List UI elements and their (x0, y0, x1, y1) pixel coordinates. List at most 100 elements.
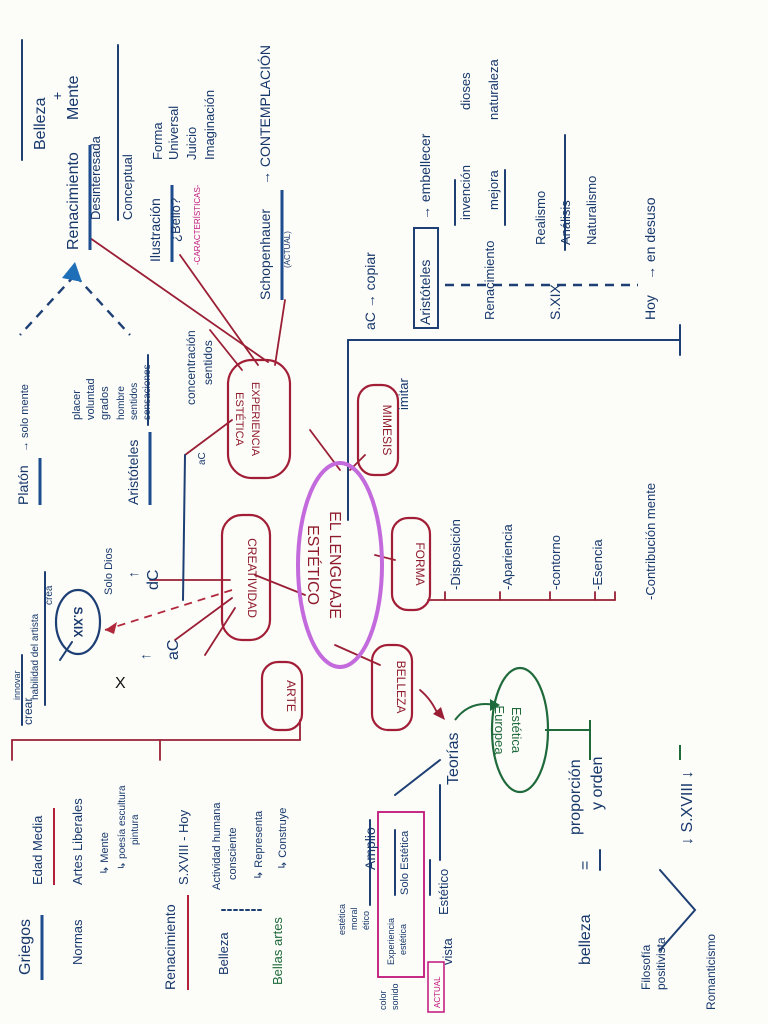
text-voluntad: voluntad (85, 378, 97, 420)
creatividad-branch-texts: crear innovar habilidad del artista crea… (12, 547, 182, 725)
line-creatividad-low (204, 607, 236, 656)
text-analisis: Análisis (558, 200, 573, 245)
text-universal: Universal (166, 106, 181, 160)
text-pintura: pintura (130, 814, 141, 845)
label-creatividad: CREATIVIDAD (245, 538, 259, 618)
text-juicio: Juicio (184, 127, 199, 160)
text-grados: grados (99, 386, 111, 420)
text-solo-dios: Solo Dios (103, 547, 115, 595)
text-placer: placer (71, 390, 83, 420)
text-construye: ↳ Construye (277, 808, 289, 870)
text-innovar-2: habilidad del artista (30, 613, 41, 700)
mimesis-branch-texts: imitar aC → copiar Aristóteles → embelle… (362, 59, 658, 410)
text-hoy: Hoy (642, 295, 658, 320)
belleza-branch-texts: Teorías Amplio Estético estética moral é… (337, 733, 718, 1013)
center-line2: ESTÉTICO (304, 525, 323, 605)
text-edad-media: Edad Media (30, 815, 45, 885)
text-belleza-igual: belleza (577, 914, 594, 965)
text-dc: dC (145, 570, 162, 590)
label-estetica-europea-2: Europea (492, 705, 507, 755)
text-conceptual: Conceptual (120, 154, 135, 220)
text-ac-copiar: aC → copiar (362, 252, 378, 330)
node-creatividad: CREATIVIDAD (220, 513, 272, 642)
text-experiencia-1: Experiencia (386, 918, 396, 965)
label-experiencia-1: EXPERIENCIA (249, 382, 261, 457)
text-invencion: invención (458, 165, 473, 220)
text-en-desuso: → en desuso (642, 197, 658, 280)
text-experiencia-2: estética (398, 924, 408, 955)
triangle-marker (62, 262, 82, 282)
line-exp-renacimiento (89, 237, 269, 363)
line-sxix-crear (59, 641, 73, 661)
text-proporcion: proporción (567, 759, 584, 835)
label-belleza: BELLEZA (394, 661, 408, 714)
center-line1: EL LENGUAJE (326, 511, 343, 619)
arrow-teorias-europea (454, 703, 496, 721)
text-imaginacion: Imaginación (202, 90, 217, 160)
text-estetica-moral-1: estética (337, 904, 347, 935)
text-naturaleza: naturaleza (486, 59, 501, 120)
text-vista: vista (440, 938, 455, 966)
text-caracteristicas: -CARACTERÍSTICAS- (193, 184, 202, 265)
text-color: color (378, 990, 388, 1010)
text-estetico: Estético (436, 869, 451, 915)
text-filosofia-1: Filosofía (639, 944, 653, 990)
text-belleza-mente-3: Mente (65, 75, 82, 120)
box-solo-estetica (377, 811, 425, 978)
node-arte: ARTE (260, 660, 304, 732)
node-estetica-europea: Estética Europea (490, 666, 550, 794)
text-esencia: -Esencia (590, 539, 605, 590)
angle-filosofia (659, 869, 697, 951)
text-y-orden: y orden (589, 757, 606, 810)
label-experiencia-2: ESTÉTICA (233, 392, 246, 446)
text-actividad-1: Actividad humana (211, 802, 223, 890)
text-belleza-arte: Belleza (216, 932, 231, 975)
text-ilustracion: Ilustración (147, 198, 163, 262)
text-mente: ↳ Mente (99, 832, 111, 875)
text-estetica-moral-3: ético (361, 911, 371, 930)
text-solo-estetica: Solo Estética (399, 830, 411, 895)
text-sensaciones: sensaciones (142, 364, 153, 420)
line-creatividad-ac (174, 597, 233, 641)
text-bellas-artes: Bellas artes (270, 917, 285, 985)
forma-branch-texts: -Disposición -Apariencia -contorno -Esen… (448, 483, 658, 600)
line-exp-ac (184, 419, 233, 456)
line-ac-up (182, 454, 186, 601)
text-disposicion: -Disposición (448, 519, 463, 590)
text-bello: ¿Bello? (168, 198, 183, 242)
text-ac-exp: aC (197, 452, 208, 465)
node-mimesis: MIMESIS (356, 383, 400, 477)
text-griegos: Griegos (17, 919, 34, 975)
text-actual-exp: (ACTUAL) (283, 231, 292, 268)
up-arrow-ac: ↑ (137, 653, 153, 660)
text-poesia: ↳ poesía escultura (117, 785, 128, 870)
text-estetica-moral-2: moral (349, 907, 359, 930)
text-sonido: sonido (390, 983, 400, 1010)
text-teorias: Teorías (445, 733, 462, 785)
text-contribucion: -Contribución mente (643, 483, 658, 600)
label-forma: FORMA (413, 542, 427, 585)
text-naturalismo: Naturalismo (584, 176, 599, 245)
dashed-creatividad-sxix (104, 589, 233, 631)
text-forma-ilus: Forma (150, 122, 165, 160)
arrow-head-sxix (105, 622, 117, 634)
ellipse-europea (490, 666, 550, 794)
text-innovar-1: innovar (12, 670, 22, 700)
node-sxix: S.XIX (54, 588, 102, 656)
box-actual (427, 961, 445, 1013)
text-sxviii-hoy: S.XVIII - Hoy (176, 809, 191, 885)
box-aristoteles-mim (413, 227, 439, 329)
text-amplio: Amplio (362, 827, 378, 870)
text-schopenhauer: Schopenhauer (257, 209, 273, 300)
dashed-platon (19, 274, 76, 336)
text-renacimiento-mim: Renacimiento (482, 241, 497, 321)
text-desinteresada: Desinteresada (88, 135, 103, 220)
line-exp-concentracion (209, 329, 243, 371)
text-aristoteles-mim: Aristóteles (417, 260, 433, 325)
cloud-belleza (370, 643, 414, 732)
text-concentracion-2: sentidos (201, 340, 215, 385)
up-arrow-dc: ↑ (125, 571, 141, 578)
label-sxix: S.XIX (71, 607, 85, 638)
text-concentracion-1: concentración (184, 330, 198, 405)
